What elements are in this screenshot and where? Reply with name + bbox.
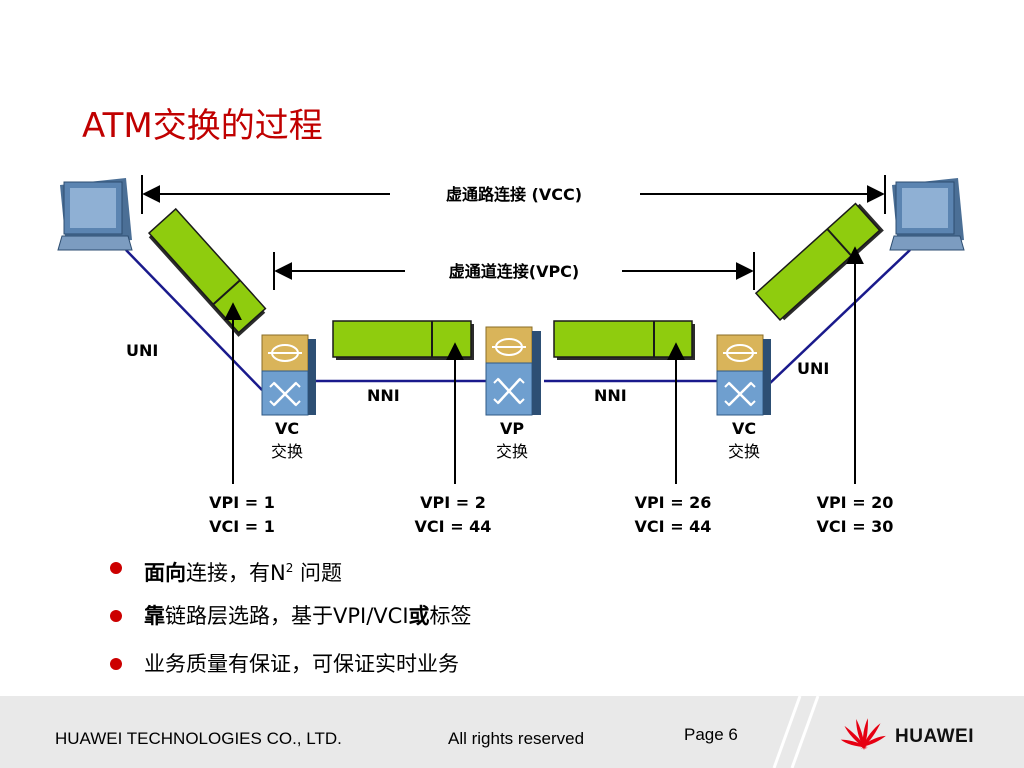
link-lines [125, 249, 911, 391]
switch-center-name: 交换 [496, 442, 528, 461]
footer-rights: All rights reserved [448, 729, 585, 748]
label-3-vci: VCI = 44 [635, 517, 712, 536]
vpc-label: 虚通道连接(VPC) [449, 262, 579, 281]
computer-right-icon [889, 178, 965, 251]
uni-link-left [125, 249, 263, 391]
label-1-vci: VCI = 1 [209, 517, 275, 536]
uni-right-label: UNI [797, 359, 829, 378]
nni-left-label: NNI [367, 386, 400, 405]
bullet-3-text: 业务质量有保证，可保证实时业务 [144, 652, 459, 676]
atm-cell-nni-left [332, 320, 474, 360]
switch-left-type: VC [275, 419, 299, 438]
bullet-1-after: 问题 [293, 561, 343, 585]
vc-switch-left-icon [261, 334, 316, 416]
bullet-2-bold: 靠 [144, 604, 165, 628]
slide-title: ATM交换的过程 [82, 106, 323, 146]
bullet-1-bold: 面向 [144, 561, 186, 585]
bullet-list: 面向连接，有N2 问题 靠链路层选路，基于VPI/VCI或标签 业务质量有保证，… [110, 552, 472, 696]
switch-left-name: 交换 [271, 442, 303, 461]
computer-left-icon [57, 178, 133, 251]
uni-left-label: UNI [126, 341, 158, 360]
header-pointer-arrows [224, 246, 864, 484]
uni-link-right [767, 249, 911, 386]
vc-switch-right-icon [716, 334, 771, 416]
label-3-vpi: VPI = 26 [635, 493, 712, 512]
bullet-dot-icon [110, 562, 122, 574]
vp-switch-center-icon [485, 326, 541, 416]
atm-cell-right-diagonal [754, 202, 884, 322]
switch-right-name: 交换 [728, 442, 760, 461]
label-4-vpi: VPI = 20 [817, 493, 894, 512]
huawei-logo-icon [840, 718, 886, 750]
switch-center-type: VP [500, 419, 524, 438]
switch-right-type: VC [732, 419, 756, 438]
footer-page-number: Page 6 [684, 725, 738, 744]
bullet-1-sup: 2 [285, 561, 294, 575]
footer-company: HUAWEI TECHNOLOGIES CO., LTD. [55, 729, 342, 748]
bullet-dot-icon [110, 610, 122, 622]
bullet-dot-icon [110, 658, 122, 670]
bullet-2-after: 标签 [429, 604, 472, 628]
bullet-item: 面向连接，有N2 问题 [110, 552, 472, 600]
huawei-brand-text: HUAWEI [895, 726, 974, 747]
vcc-span: 虚通路连接 (VCC) [141, 175, 886, 214]
bullet-item: 业务质量有保证，可保证实时业务 [110, 648, 472, 696]
bullet-2-text: 链路层选路，基于VPI/VCI [165, 604, 409, 628]
bullet-2-bold2: 或 [408, 604, 430, 628]
nni-right-label: NNI [594, 386, 627, 405]
label-2-vci: VCI = 44 [415, 517, 492, 536]
atm-cell-left-diagonal [147, 207, 267, 337]
bullet-item: 靠链路层选路，基于VPI/VCI或标签 [110, 600, 472, 648]
vpc-span: 虚通道连接(VPC) [273, 252, 755, 290]
atm-switching-diagram: 虚通路连接 (VCC) 虚通道连接(VPC) UNI UNI NNI NNI V… [57, 175, 965, 536]
label-4-vci: VCI = 30 [817, 517, 894, 536]
atm-cell-nni-right [553, 320, 695, 360]
label-2-vpi: VPI = 2 [420, 493, 486, 512]
footer: HUAWEI TECHNOLOGIES CO., LTD. All rights… [0, 696, 1024, 768]
bullet-1-text: 连接，有N [186, 561, 286, 585]
label-1-vpi: VPI = 1 [209, 493, 275, 512]
footer-divider-lines [772, 696, 820, 768]
vcc-label: 虚通路连接 (VCC) [446, 185, 582, 204]
